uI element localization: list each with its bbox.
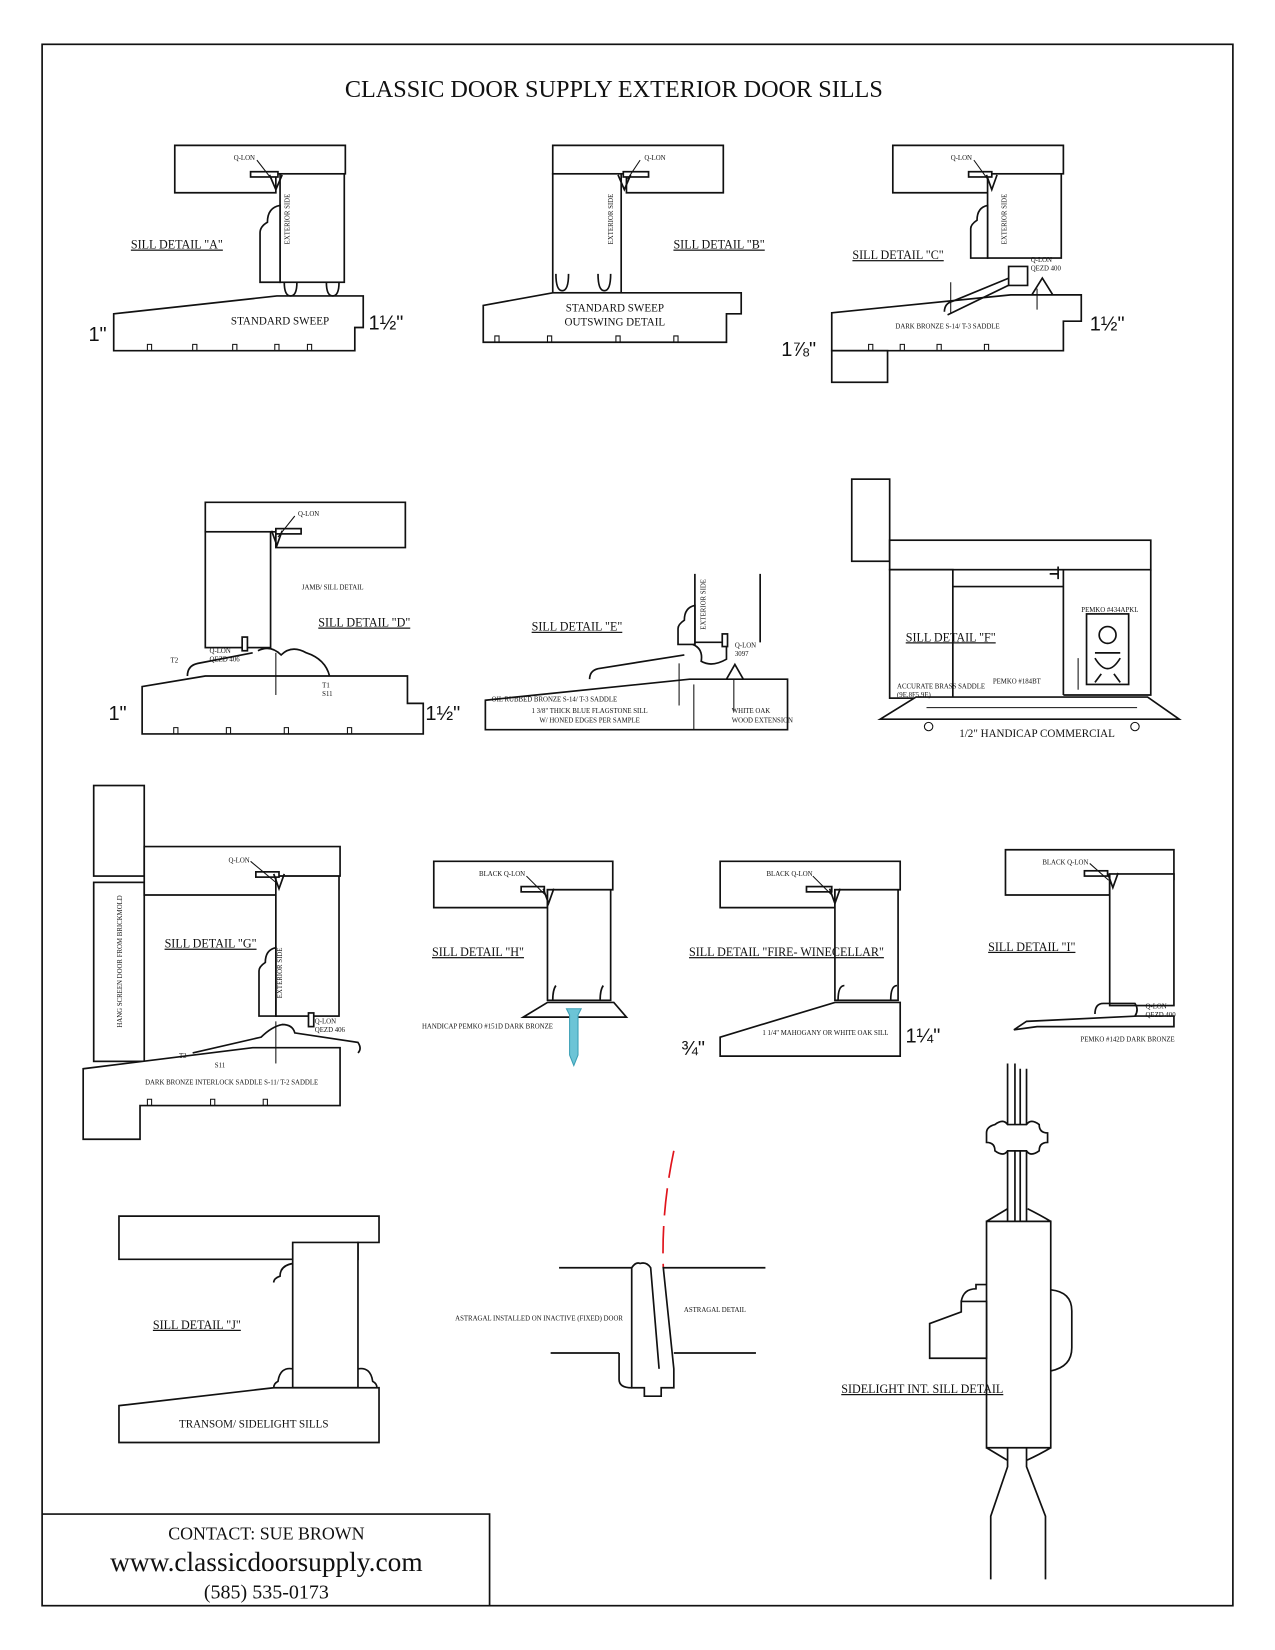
astragal-installed-label: ASTRAGAL INSTALLED ON INACTIVE (FIXED) D… xyxy=(455,1315,623,1322)
sill-detail-b: Q-LON EXTERIOR SIDE SILL DETAIL "B" STAN… xyxy=(482,144,765,344)
detail-label: SIDELIGHT INT. SILL DETAIL xyxy=(841,1382,1003,1396)
detail-label: SILL DETAIL "D" xyxy=(318,616,410,630)
caption: 1/2" HANDICAP COMMERCIAL xyxy=(959,728,1115,740)
page-title: CLASSIC DOOR SUPPLY EXTERIOR DOOR SILLS xyxy=(345,76,883,103)
qlon-label-2: Q-LON xyxy=(210,648,231,655)
qlon-label: BLACK Q-LON xyxy=(766,871,812,878)
detail-label: SILL DETAIL "A" xyxy=(131,238,223,252)
dim-right: 1½" xyxy=(368,313,403,335)
phone-number: (585) 535-0173 xyxy=(204,1581,329,1603)
detail-label: SILL DETAIL "E" xyxy=(532,620,623,634)
contact-box: CONTACT: SUE BROWN www.classicdoorsupply… xyxy=(42,1513,491,1606)
white-oak-label-2: WOOD EXTENSION xyxy=(732,717,793,724)
dim-left: ¾" xyxy=(681,1038,705,1060)
qlon-label: Q-LON xyxy=(644,155,665,162)
door-swing-arc xyxy=(662,1150,675,1268)
astragal-detail-label: ASTRAGAL DETAIL xyxy=(684,1307,746,1314)
pemko-label: PEMKO #142D DARK BRONZE xyxy=(1080,1036,1174,1043)
qlon-label: Q-LON xyxy=(735,643,756,650)
brass-saddle-label-2: (9E,8F5,9E) xyxy=(897,692,931,699)
sweep-label-1: STANDARD SWEEP xyxy=(566,303,664,315)
dim-right: 1½" xyxy=(1090,314,1125,336)
detail-label: SILL DETAIL "F" xyxy=(906,630,996,644)
flagstone-label-1: 1 3/8" THICK BLUE FLAGSTONE SILL xyxy=(532,708,648,715)
qlon-label: BLACK Q-LON xyxy=(1042,859,1088,866)
dim-right: 1¼" xyxy=(905,1025,940,1047)
sidelight-int-sill-detail: SIDELIGHT INT. SILL DETAIL xyxy=(841,1063,1073,1580)
dim-left: 1⅞" xyxy=(781,339,816,361)
sweep-label: STANDARD SWEEP xyxy=(231,315,329,327)
qlon-label: Q-LON xyxy=(234,155,255,162)
sill-detail-d: Q-LON JAMB/ SILL DETAIL SILL DETAIL "D" … xyxy=(108,501,460,735)
pemko-434apkl-label: PEMKO #434APKL xyxy=(1081,607,1138,614)
dim-left: 1" xyxy=(108,703,126,725)
sill-label: 1 1/4" MAHOGANY OR WHITE OAK SILL xyxy=(762,1030,888,1037)
detail-label: SILL DETAIL "H" xyxy=(432,945,524,959)
saddle-label: DARK BRONZE INTERLOCK SADDLE S-11/ T-2 S… xyxy=(145,1080,318,1087)
detail-label: SILL DETAIL "G" xyxy=(165,937,257,951)
t1-label: T1 xyxy=(322,683,330,690)
pemko-184bt-label: PEMKO #184BT xyxy=(993,678,1042,685)
qezd-label: QEZD 400 xyxy=(1031,266,1062,273)
sill-detail-a: Q-LON EXTERIOR SIDE SILL DETAIL "A" STAN… xyxy=(88,144,403,352)
sill-detail-fire-winecellar: BLACK Q-LON SILL DETAIL "FIRE- WINECELLA… xyxy=(681,860,940,1060)
qlon-label: Q-LON xyxy=(228,857,249,864)
detail-label: SILL DETAIL "C" xyxy=(852,248,943,262)
qezd-label: QEZD 400 xyxy=(1145,1012,1176,1019)
detail-label: SILL DETAIL "B" xyxy=(673,238,764,252)
detail-label: SILL DETAIL "I" xyxy=(988,940,1075,954)
sill-detail-e: EXTERIOR SIDE SILL DETAIL "E" Q-LON 3097… xyxy=(484,573,793,731)
website-link[interactable]: www.classicdoorsupply.com xyxy=(110,1547,423,1577)
sill-detail-g: HANG SCREEN DOOR FROM BRICKMOLD Q-LON SI… xyxy=(82,784,361,1141)
pemko-label: HANDICAP PEMKO #151D DARK BRONZE xyxy=(422,1024,553,1031)
qlon-label-2: Q-LON xyxy=(1031,257,1052,264)
sill-detail-f: PEMKO #434APKL SILL DETAIL "F" ACCURATE … xyxy=(850,478,1182,740)
white-oak-label-1: WHITE OAK xyxy=(732,708,771,715)
flagstone-label-2: W/ HONED EDGES PER SAMPLE xyxy=(539,717,640,724)
s11-label: S11 xyxy=(322,691,332,698)
astragal-detail: ASTRAGAL INSTALLED ON INACTIVE (FIXED) D… xyxy=(455,1150,766,1398)
exterior-side-label: EXTERIOR SIDE xyxy=(1002,194,1009,245)
exterior-side-label: EXTERIOR SIDE xyxy=(608,194,615,245)
exterior-side-label: EXTERIOR SIDE xyxy=(700,579,707,630)
jamb-sill-label: JAMB/ SILL DETAIL xyxy=(302,585,364,592)
qlon-label: Q-LON xyxy=(951,155,972,162)
sill-detail-j: SILL DETAIL "J" TRANSOM/ SIDELIGHT SILLS xyxy=(118,1215,380,1444)
contact-name: CONTACT: SUE BROWN xyxy=(168,1523,364,1543)
page-border xyxy=(41,43,1234,1607)
brass-saddle-label-1: ACCURATE BRASS SADDLE xyxy=(897,684,985,691)
qezd-label: QEZD 406 xyxy=(210,656,241,663)
qlon-label: Q-LON xyxy=(298,511,319,518)
qezd-label: QEZD 406 xyxy=(315,1027,346,1034)
dim-right: 1½" xyxy=(425,703,460,725)
sill-detail-h: BLACK Q-LON SILL DETAIL "H" HANDICAP PEM… xyxy=(422,860,629,1067)
s11-label: S11 xyxy=(215,1063,225,1070)
screen-door-label: HANG SCREEN DOOR FROM BRICKMOLD xyxy=(117,895,124,1027)
qlon-label-2: Q-LON xyxy=(1145,1004,1166,1011)
sweep-label-2: OUTSWING DETAIL xyxy=(565,316,666,328)
detail-label: SILL DETAIL "J" xyxy=(153,1318,241,1332)
t2-label: T2 xyxy=(171,657,179,664)
exterior-side-label: EXTERIOR SIDE xyxy=(277,948,284,999)
qlon-code-label: 3097 xyxy=(735,651,749,658)
dim-left: 1" xyxy=(88,324,106,346)
t2-label: T2 xyxy=(179,1053,187,1060)
caption: TRANSOM/ SIDELIGHT SILLS xyxy=(179,1419,329,1431)
saddle-label: DARK BRONZE S-14/ T-3 SADDLE xyxy=(895,324,999,331)
qlon-label-2: Q-LON xyxy=(315,1018,336,1025)
qlon-label: BLACK Q-LON xyxy=(479,871,525,878)
detail-label: SILL DETAIL "FIRE- WINECELLAR" xyxy=(689,945,884,959)
saddle-label: OIL RUBBED BRONZE S-14/ T-3 SADDLE xyxy=(492,696,618,703)
exterior-side-label: EXTERIOR SIDE xyxy=(285,194,292,245)
screw-icon xyxy=(565,1008,583,1067)
sill-detail-c: Q-LON EXTERIOR SIDE Q-LON QEZD 400 SILL … xyxy=(781,144,1125,384)
sill-detail-i: BLACK Q-LON SILL DETAIL "I" Q-LON QEZD 4… xyxy=(988,848,1176,1043)
